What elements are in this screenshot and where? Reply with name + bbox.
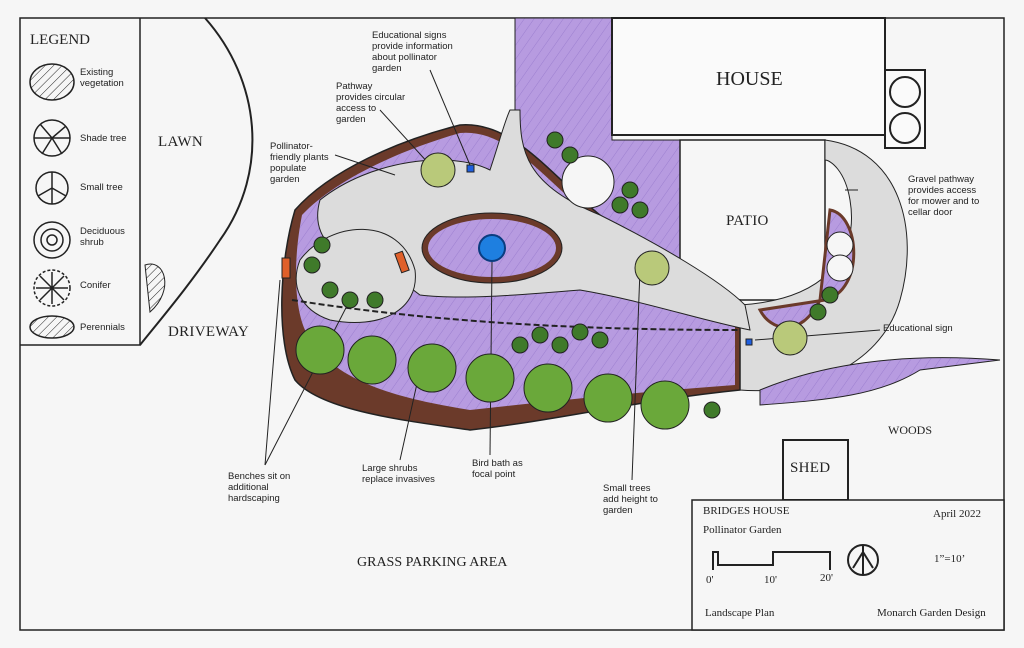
tank-icon [889,76,921,108]
legend-label: Existing vegetation [80,67,124,89]
shrub-icon [591,331,609,349]
patio-label: PATIO [726,213,769,229]
deciduous-shrub-icon [33,221,71,259]
note-gravel-pathway: Gravel pathway provides access for mower… [908,174,980,218]
existing-vegetation-icon [826,231,854,259]
small-tree-icon [772,320,808,356]
legend-label: Perennials [80,322,125,333]
large-shrub-icon [295,325,345,375]
scale-tick-0: 0' [706,574,714,586]
project-name: BRIDGES HOUSE [703,505,790,517]
house [611,17,886,136]
large-shrub-icon [465,353,515,403]
shed-label: SHED [790,460,831,476]
shed [782,439,849,501]
legend-label: Conifer [80,280,111,291]
bird-bath [478,234,506,262]
parking-label: GRASS PARKING AREA [357,555,508,570]
shrub-icon [561,146,579,164]
note-bird-bath: Bird bath as focal point [472,458,523,480]
large-shrub-icon [640,380,690,430]
legend-label: Small tree [80,182,123,193]
scale-tick-20: 20' [820,572,833,584]
woods-edge-bed [759,357,1001,406]
woods-label: WOODS [888,423,932,437]
perennials-icon [29,315,75,339]
house-annex [884,69,926,149]
shrub-icon [621,181,639,199]
small-tree-icon [634,250,670,286]
shrub-icon [551,336,569,354]
shrub-icon [321,281,339,299]
legend-title: LEGEND [30,32,90,48]
shade-tree-icon [33,119,71,157]
scale-tick-10: 10' [764,574,777,586]
large-shrub-icon [347,335,397,385]
large-shrub-icon [407,343,457,393]
tank-icon [889,112,921,144]
large-shrub-icon [583,373,633,423]
scale-ratio: 1”=10’ [934,553,966,565]
shrub-icon [631,201,649,219]
existing-vegetation [144,263,166,314]
note-educational-sign: Educational sign [883,323,953,334]
shrub-icon [611,196,629,214]
shrub-icon [531,326,549,344]
legend-label: Deciduous shrub [80,226,125,248]
designer: Monarch Garden Design [877,607,986,619]
small-tree-icon [420,152,456,188]
educational-sign-icon [466,164,475,173]
driveway-label: DRIVEWAY [168,324,250,340]
lawn-label: LAWN [158,134,203,150]
small-tree-icon [35,171,69,205]
note-pathway: Pathway provides circular access to gard… [336,81,406,125]
shrub-icon [703,401,721,419]
note-large-shrubs: Large shrubs replace invasives [362,463,435,485]
house-label: HOUSE [716,68,783,90]
shrub-icon [511,336,529,354]
shrub-icon [341,291,359,309]
stone-edging [291,299,741,331]
existing-vegetation-icon [826,254,854,282]
shrub-icon [366,291,384,309]
plan-type: Landscape Plan [705,607,775,619]
large-shrub-icon [523,363,573,413]
note-educational-signs: Educational signs provide information ab… [372,30,453,74]
bench [281,257,291,279]
existing-vegetation-icon [29,63,75,101]
bench [394,250,410,274]
shrub-icon [546,131,564,149]
shrub-icon [313,236,331,254]
shrub-icon [303,256,321,274]
project-subtitle: Pollinator Garden [703,524,782,536]
legend-label: Shade tree [80,133,127,144]
driveway-edge [139,17,254,346]
educational-sign-icon [745,338,753,346]
existing-vegetation-icon [561,155,615,209]
shrub-icon [821,286,839,304]
project-date: April 2022 [933,508,981,520]
note-pollinator-plants: Pollinator-friendly plants populate gard… [270,141,329,185]
north-arrow-icon [847,544,879,576]
note-small-trees: Small trees add height to garden [603,483,658,516]
shrub-icon [809,303,827,321]
shrub-icon [571,323,589,341]
scale-bar [712,551,831,570]
note-benches: Benches sit on additional hardscaping [228,471,291,504]
conifer-icon [33,269,71,307]
